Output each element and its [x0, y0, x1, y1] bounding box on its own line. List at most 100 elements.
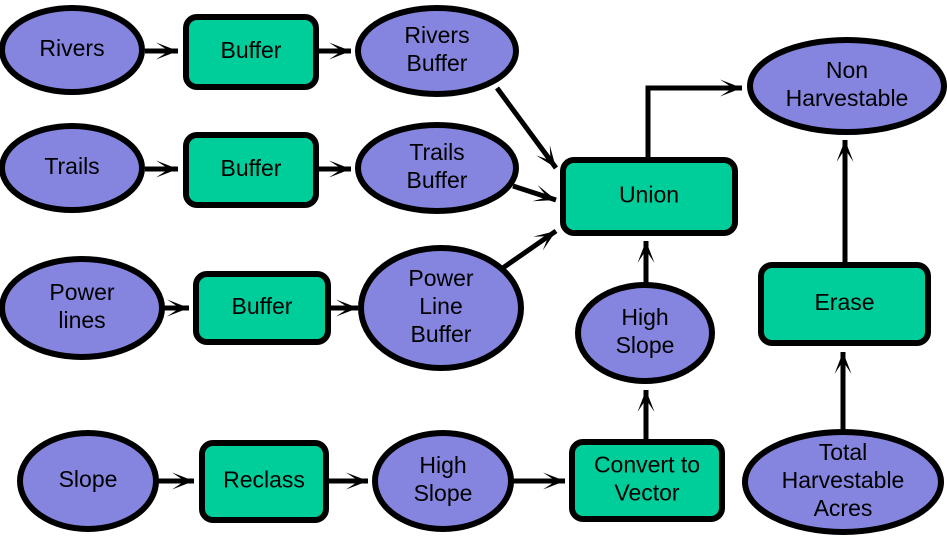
- node-rect: [193, 271, 331, 345]
- node-label: Harvestable: [782, 467, 905, 493]
- edge-layer: [145, 42, 854, 490]
- node-buffer-trails[interactable]: Buffer: [183, 132, 319, 208]
- edge-line: [645, 85, 742, 158]
- edge-power-lines-to-buffer-power: [164, 299, 189, 317]
- node-ellipse: [355, 5, 519, 97]
- node-rect: [199, 440, 329, 523]
- node-label: High: [621, 304, 668, 330]
- node-label: Total: [819, 439, 868, 465]
- node-label: Buffer: [407, 167, 468, 193]
- node-label: Non: [826, 57, 868, 83]
- node-reclass[interactable]: Reclass: [199, 440, 329, 523]
- node-label: Erase: [814, 289, 874, 315]
- node-label: High: [419, 452, 466, 478]
- node-rect: [560, 157, 738, 236]
- node-rect: [183, 14, 319, 90]
- node-rect: [569, 439, 725, 522]
- node-buffer-power[interactable]: Buffer: [193, 271, 331, 345]
- edge-arrowhead: [329, 42, 351, 60]
- edge-arrowhead: [637, 390, 655, 412]
- edge-arrowhead: [834, 352, 852, 374]
- node-label: Buffer: [232, 293, 293, 319]
- node-label: Vector: [614, 480, 680, 506]
- node-label: Rivers: [404, 22, 469, 48]
- edge-arrowhead: [543, 472, 565, 490]
- edge-arrowhead: [156, 160, 178, 178]
- edge-line: [495, 228, 558, 275]
- edge-buffer-power-to-power-line-buffer: [330, 299, 358, 317]
- node-ellipse: [0, 123, 145, 213]
- node-label: Buffer: [221, 155, 282, 181]
- edge-rivers-to-buffer-rivers: [145, 42, 178, 60]
- node-rivers[interactable]: Rivers: [0, 5, 145, 95]
- edge-buffer-trails-to-trails-buffer: [318, 160, 351, 178]
- edge-trails-buffer-to-union: [512, 183, 557, 203]
- node-trails[interactable]: Trails: [0, 123, 145, 213]
- edge-arrowhead: [836, 140, 854, 162]
- edge-high-slope-vector-to-union: [637, 241, 655, 283]
- node-label: Convert to: [594, 452, 700, 478]
- edge-arrowhead: [336, 299, 358, 317]
- node-ellipse: [355, 122, 519, 214]
- node-label: Rivers: [39, 35, 104, 61]
- edge-arrowhead: [637, 241, 655, 263]
- node-label: Power: [408, 265, 474, 291]
- edge-arrowhead: [329, 160, 351, 178]
- node-label: Buffer: [407, 50, 468, 76]
- edge-line: [494, 86, 559, 170]
- edge-high-slope-raster-to-convert-to-vector: [513, 472, 565, 490]
- edge-arrowhead: [172, 472, 194, 490]
- node-erase[interactable]: Erase: [758, 262, 931, 346]
- node-label: lines: [58, 307, 105, 333]
- node-rect: [758, 262, 931, 346]
- node-label: Harvestable: [786, 85, 909, 111]
- node-buffer-rivers[interactable]: Buffer: [183, 14, 319, 90]
- edge-slope-to-reclass: [158, 472, 194, 490]
- node-label: Trails: [44, 153, 99, 179]
- node-label: Slope: [414, 480, 473, 506]
- node-label: Slope: [616, 332, 675, 358]
- edge-trails-to-buffer-trails: [145, 160, 178, 178]
- node-ellipse: [0, 5, 145, 95]
- node-label: Power: [49, 279, 115, 305]
- node-label: Reclass: [223, 467, 305, 493]
- edge-power-line-buffer-to-union: [495, 228, 558, 275]
- edge-arrowhead: [536, 145, 556, 168]
- node-ellipse: [0, 256, 165, 360]
- node-label: Union: [619, 182, 679, 208]
- edge-arrowhead: [533, 231, 556, 251]
- node-label: Acres: [814, 495, 873, 521]
- node-union[interactable]: Union: [560, 157, 738, 236]
- edge-total-harvestable-to-erase: [834, 352, 852, 430]
- edge-arrowhead: [156, 42, 178, 60]
- node-rect: [183, 132, 319, 208]
- node-slope[interactable]: Slope: [17, 430, 159, 532]
- edge-reclass-to-high-slope-raster: [329, 472, 368, 490]
- edge-union-to-non-harvestable: [645, 79, 742, 158]
- edge-rivers-buffer-to-union: [494, 86, 559, 170]
- node-ellipse: [372, 430, 514, 532]
- edge-arrowhead: [720, 79, 742, 97]
- node-ellipse: [742, 429, 944, 535]
- node-label: Buffer: [411, 321, 472, 347]
- edge-buffer-rivers-to-rivers-buffer: [318, 42, 351, 60]
- edge-arrowhead: [167, 299, 189, 317]
- node-label: Trails: [409, 139, 464, 165]
- node-ellipse: [358, 245, 524, 371]
- node-ellipse: [17, 430, 159, 532]
- node-label: Buffer: [221, 37, 282, 63]
- edge-arrowhead: [532, 185, 556, 202]
- edge-arrowhead: [346, 472, 368, 490]
